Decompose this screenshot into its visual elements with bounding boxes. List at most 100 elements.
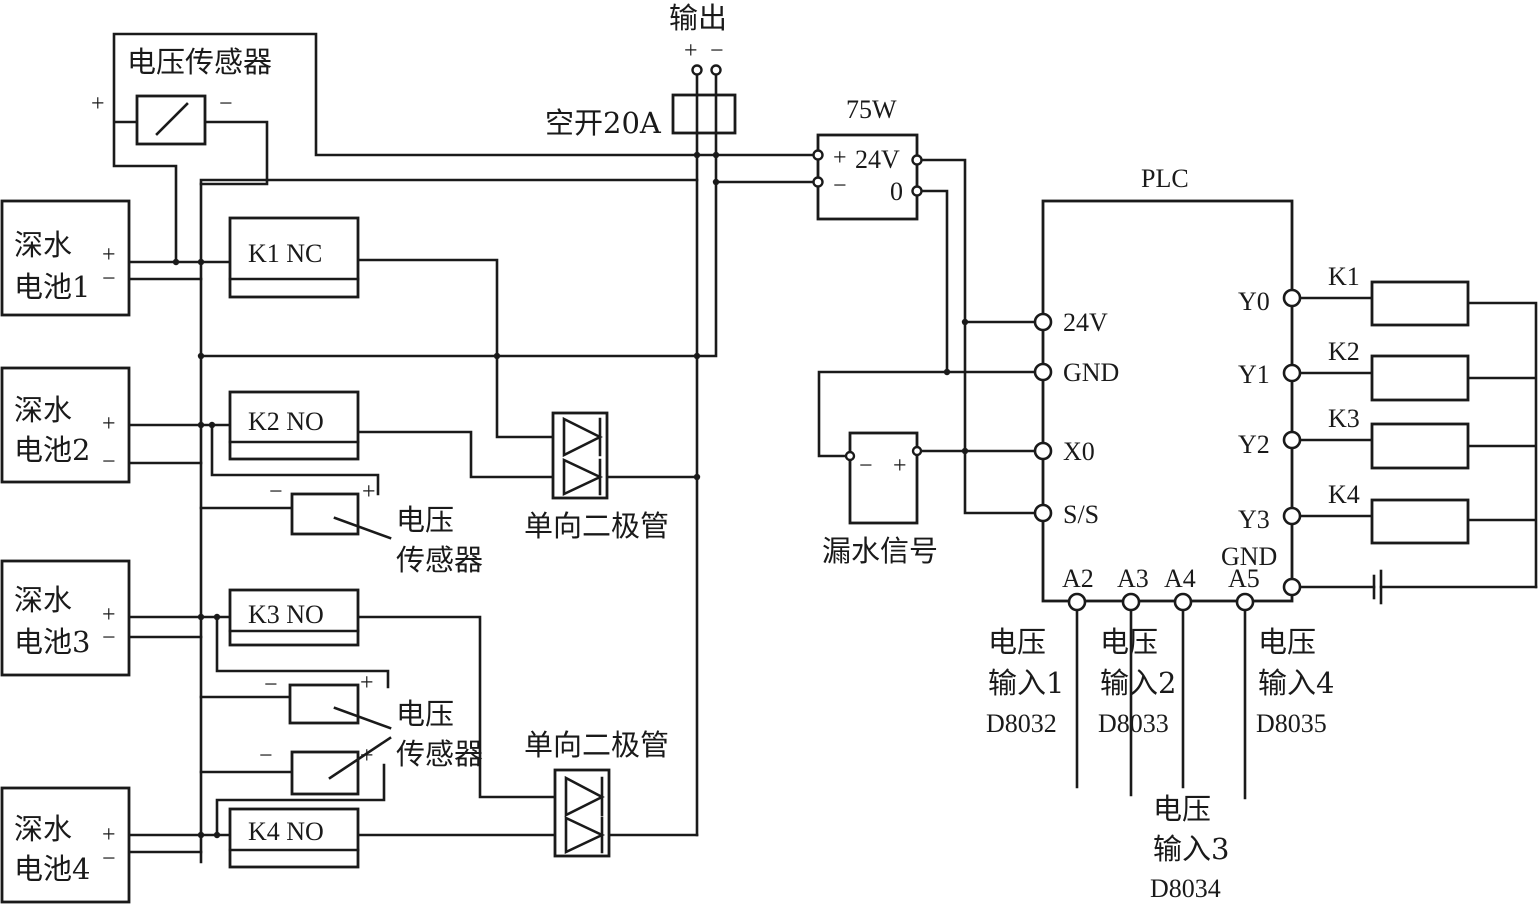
relay-k2-label: K2 NO	[248, 407, 324, 436]
coils: K1 K2 K3 K4	[1328, 262, 1470, 545]
relay-k3-label: K3 NO	[248, 600, 324, 629]
battery-1: 深水 电池1 + −	[0, 199, 131, 317]
plc-input-ss: S/S	[1063, 500, 1099, 529]
output-label: 输出	[669, 1, 727, 35]
psu-minus: −	[833, 173, 847, 199]
voltage-input-labels: 电压 输入1 D8032 电压 输入2 D8033 电压 输入3 D8034 电…	[986, 625, 1334, 903]
battery-3-name: 深水	[14, 583, 72, 617]
relay-k1-label: K1 NC	[248, 239, 322, 268]
relay-k3: K3 NO	[228, 588, 360, 647]
battery-4-minus: −	[102, 846, 116, 872]
psu-zero: 0	[890, 177, 903, 206]
leak-sensor: − + 漏水信号	[822, 431, 938, 568]
output-plus: +	[684, 38, 698, 64]
plc-analog-a5: A5	[1228, 564, 1260, 593]
leak-label: 漏水信号	[822, 534, 938, 568]
breaker-label: 空开20A	[545, 106, 662, 140]
leak-plus: +	[893, 453, 907, 479]
plc-output-y3: Y3	[1238, 505, 1270, 534]
battery-3-plus: +	[102, 602, 116, 628]
ground-symbol	[1372, 569, 1383, 605]
voltage-sensor-3-minus: −	[264, 672, 278, 698]
voltage-input-3-reg: D8034	[1150, 874, 1221, 903]
relay-k1: K1 NC	[228, 216, 360, 299]
coil-k1-label: K1	[1328, 262, 1360, 291]
voltage-sensor-2-label-1: 电压	[396, 503, 454, 537]
voltage-sensor-2-plus: +	[362, 479, 376, 505]
plc-analog-a2: A2	[1062, 564, 1094, 593]
psu-24v: 24V	[855, 145, 900, 174]
voltage-input-2-reg: D8033	[1098, 709, 1169, 738]
voltage-sensor-2: − + 电压 传感器	[269, 479, 483, 577]
voltage-input-1-line2: 输入1	[988, 666, 1064, 700]
voltage-input-1-line1: 电压	[988, 625, 1046, 659]
battery-4-name: 深水	[14, 812, 72, 846]
diode-upper-label: 单向二极管	[524, 509, 669, 543]
voltage-sensor-4-minus: −	[259, 743, 273, 769]
battery-2: 深水 电池2 + −	[0, 366, 131, 484]
relay-k4: K4 NO	[228, 807, 360, 869]
voltage-sensor-top-plus: +	[91, 91, 105, 117]
circuit-breaker: 空开20A	[545, 93, 737, 140]
voltage-sensor-top-minus: −	[219, 91, 233, 117]
voltage-input-3-line1: 电压	[1153, 792, 1211, 826]
voltage-sensor-3-plus: +	[360, 670, 374, 696]
plc-gnd: GND	[1221, 542, 1277, 571]
voltage-input-4-line1: 电压	[1258, 625, 1316, 659]
battery-2-minus: −	[102, 449, 116, 475]
voltage-sensor-4-plus: +	[360, 743, 374, 769]
plc-output-y0: Y0	[1238, 287, 1270, 316]
plc: PLC 24V GND X0 S/S Y0 Y1 Y2 Y3 GND A2 A3…	[1033, 164, 1302, 612]
plc-analog-a3: A3	[1117, 564, 1149, 593]
voltage-sensor-34-label-2: 传感器	[396, 737, 483, 771]
battery-4-num: 电池4	[14, 852, 90, 886]
power-supply: 75W + 24V − 0	[812, 95, 923, 221]
voltage-sensor-2-label-2: 传感器	[396, 543, 483, 577]
coil-k3-label: K3	[1328, 404, 1360, 433]
junction-dots	[172, 151, 969, 839]
plc-title: PLC	[1141, 164, 1189, 193]
leak-minus: −	[859, 453, 873, 479]
voltage-input-2-line1: 电压	[1100, 625, 1158, 659]
voltage-sensor-34-label-1: 电压	[396, 697, 454, 731]
relay-k2: K2 NO	[228, 390, 360, 461]
plc-output-y2: Y2	[1238, 430, 1270, 459]
battery-2-name: 深水	[14, 393, 72, 427]
coil-k2-label: K2	[1328, 337, 1360, 366]
battery-2-plus: +	[102, 411, 116, 437]
voltage-sensor-top-label: 电压传感器	[127, 45, 272, 79]
voltage-input-2-line2: 输入2	[1100, 666, 1176, 700]
battery-1-minus: −	[102, 266, 116, 292]
psu-power: 75W	[846, 95, 897, 124]
voltage-input-4-reg: D8035	[1256, 709, 1327, 738]
relay-k4-label: K4 NO	[248, 817, 324, 846]
voltage-sensor-3: − +	[264, 670, 392, 730]
battery-4: 深水 电池4 + −	[0, 786, 131, 904]
diode-lower: 单向二极管	[524, 728, 669, 858]
battery-3: 深水 电池3 + −	[0, 559, 131, 677]
battery-3-minus: −	[102, 625, 116, 651]
voltage-sensor-2-minus: −	[269, 479, 283, 505]
voltage-sensor-4: − +	[259, 736, 392, 796]
battery-1-name: 深水	[14, 228, 72, 262]
plc-output-y1: Y1	[1238, 360, 1270, 389]
psu-plus: +	[833, 145, 847, 171]
battery-3-num: 电池3	[14, 625, 90, 659]
voltage-input-4-line2: 输入4	[1258, 666, 1334, 700]
diode-upper: 单向二极管	[524, 411, 669, 543]
coil-k4-label: K4	[1328, 480, 1360, 509]
battery-1-plus: +	[102, 242, 116, 268]
voltage-sensor-top: 电压传感器 + −	[91, 45, 272, 146]
output-minus: −	[710, 38, 724, 64]
battery-2-num: 电池2	[14, 433, 90, 467]
battery-4-plus: +	[102, 822, 116, 848]
diode-lower-label: 单向二极管	[524, 728, 669, 762]
plc-analog-a4: A4	[1164, 564, 1196, 593]
wires	[112, 32, 1538, 864]
output-terminals: 输出 + −	[669, 1, 727, 76]
plc-input-24v: 24V	[1063, 308, 1108, 337]
plc-input-gnd: GND	[1063, 358, 1119, 387]
plc-input-x0: X0	[1063, 437, 1095, 466]
battery-1-num: 电池1	[14, 270, 90, 304]
